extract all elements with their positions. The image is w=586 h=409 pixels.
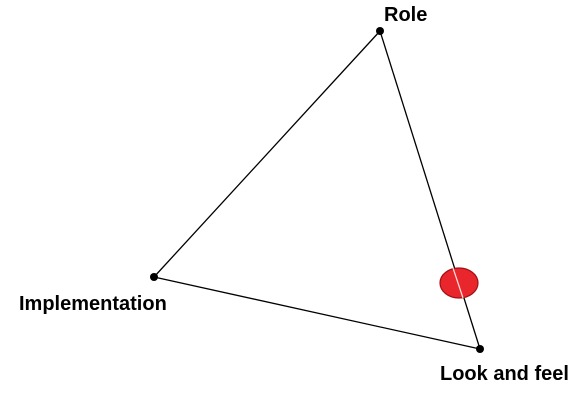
edge-implementation-look-and-feel — [153, 276, 481, 350]
vertex-look-and-feel-dot — [476, 345, 484, 353]
vertex-label-look-and-feel: Look and feel — [440, 363, 569, 385]
vertex-label-role: Role — [384, 4, 428, 26]
vertex-label-implementation: Implementation — [19, 293, 167, 315]
vertex-implementation-dot — [150, 273, 158, 281]
vertex-role-dot — [376, 27, 384, 35]
position-marker — [439, 267, 479, 299]
marker-edge-overlay — [452, 267, 464, 299]
edge-role-look-and-feel — [379, 30, 481, 350]
edge-role-implementation — [153, 30, 381, 278]
